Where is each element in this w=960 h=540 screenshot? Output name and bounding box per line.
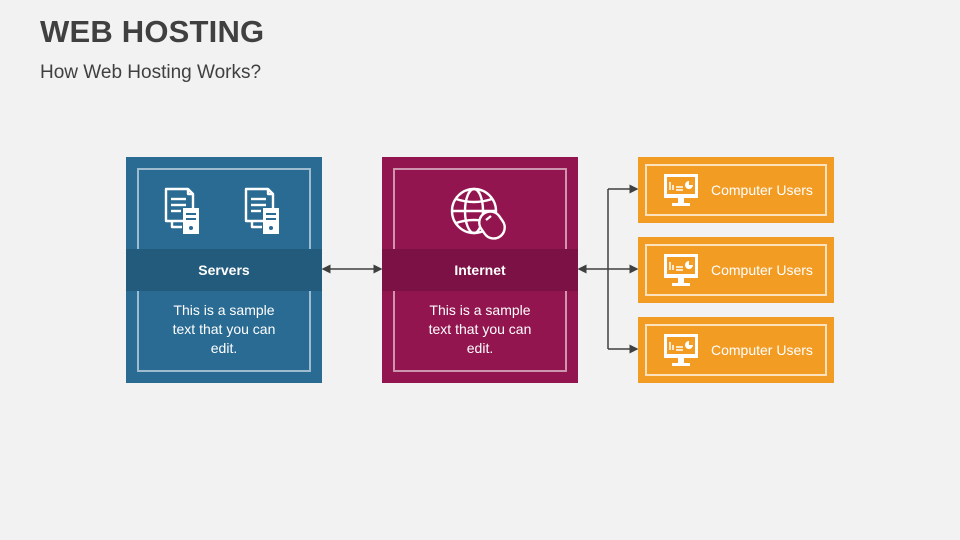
computer-users-frame — [645, 324, 827, 376]
computer-users-frame — [645, 164, 827, 216]
computer-users-label: Computer Users — [711, 262, 813, 278]
globe-mouse-icon — [450, 187, 506, 240]
computer-users-label: Computer Users — [711, 342, 813, 358]
server-document-icon — [164, 187, 199, 234]
servers-card: Servers This is a sample text that you c… — [126, 157, 322, 383]
internet-description: This is a sample text that you can edit. — [382, 301, 578, 358]
server-document-icon — [244, 187, 279, 234]
servers-icon-row — [126, 185, 322, 237]
servers-description-text: This is a sample text that you can edit. — [172, 302, 276, 356]
internet-card: Internet This is a sample text that you … — [382, 157, 578, 383]
internet-icon-row — [382, 185, 578, 241]
servers-label: Servers — [126, 249, 322, 291]
monitor-icon — [664, 334, 698, 366]
internet-description-text: This is a sample text that you can edit. — [428, 302, 532, 356]
computer-users-box-2: Computer Users — [638, 237, 834, 303]
servers-description: This is a sample text that you can edit. — [126, 301, 322, 358]
computer-users-box-3: Computer Users — [638, 317, 834, 383]
computer-users-box-1: Computer Users — [638, 157, 834, 223]
computer-users-label: Computer Users — [711, 182, 813, 198]
internet-label: Internet — [382, 249, 578, 291]
monitor-icon — [664, 254, 698, 286]
page-subtitle: How Web Hosting Works? — [40, 62, 262, 83]
page-title: WEB HOSTING — [40, 14, 265, 49]
monitor-icon — [664, 174, 698, 206]
computer-users-frame — [645, 244, 827, 296]
